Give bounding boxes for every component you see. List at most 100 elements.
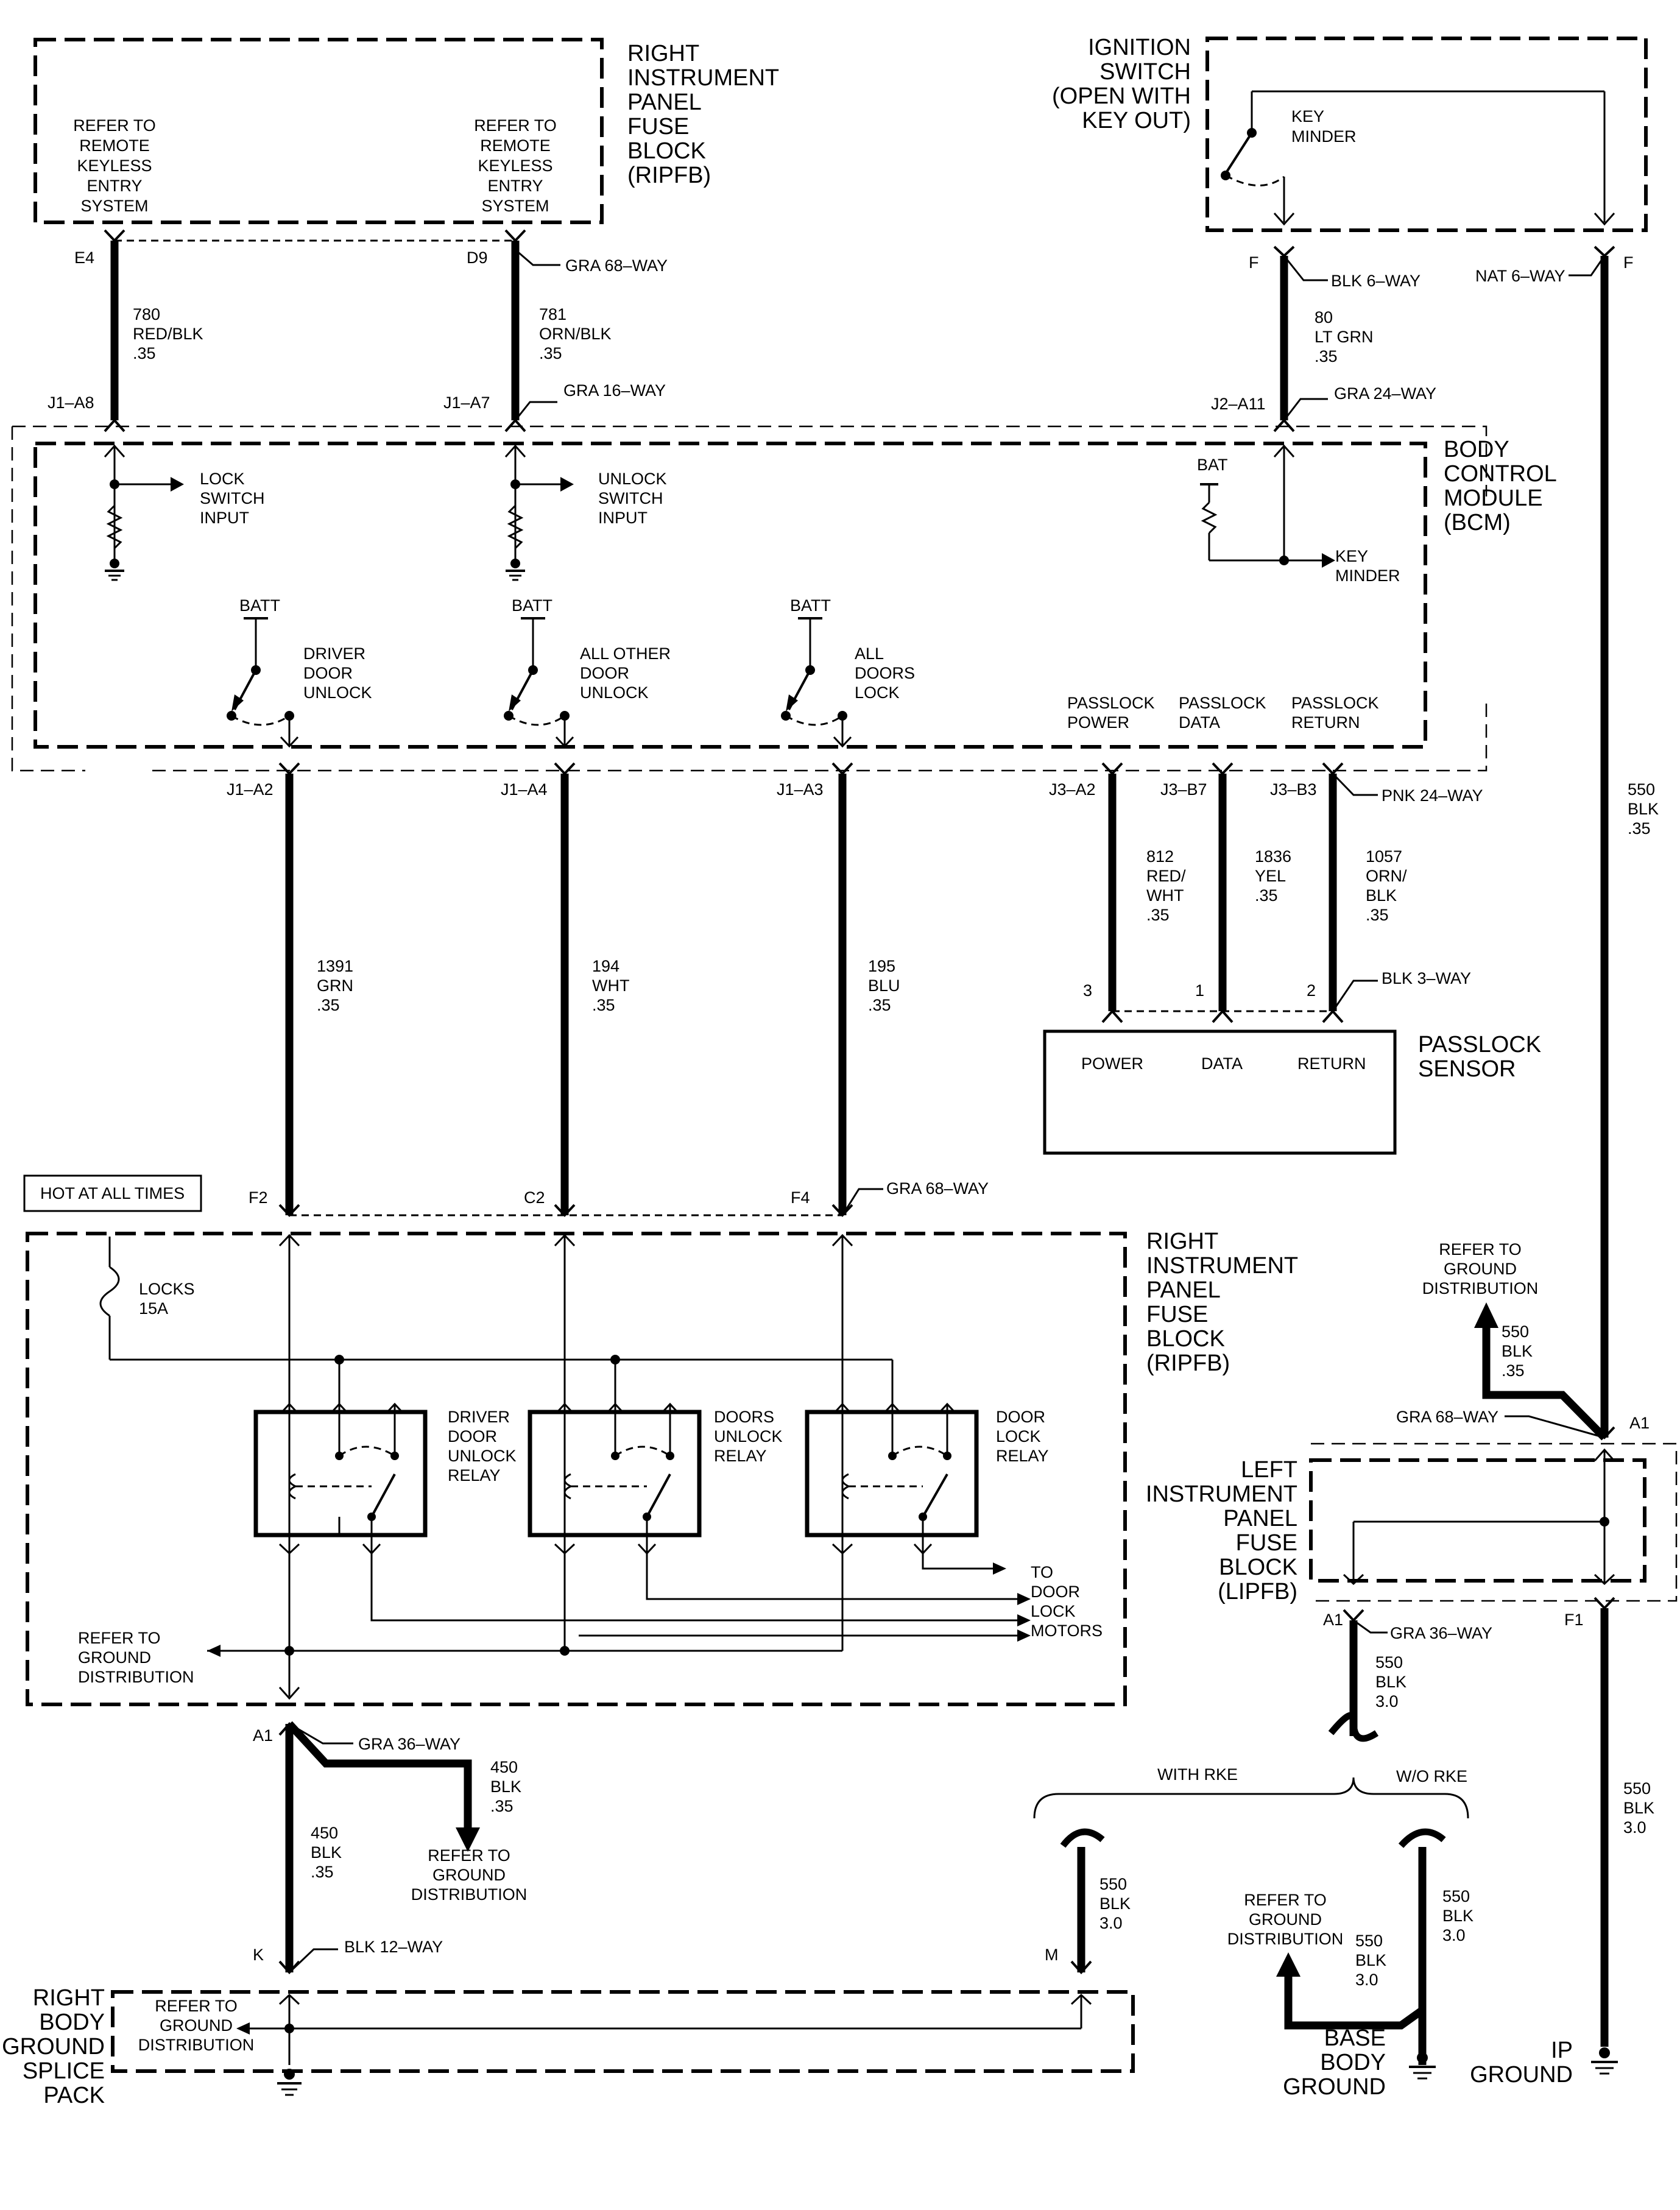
pin-j1a3: J1–A3: [777, 780, 824, 799]
bcm-other-unlock-switch: [504, 617, 574, 748]
connector-gra68-mid: GRA 68–WAY: [886, 1179, 989, 1198]
ignition-switch-internals: [1221, 90, 1615, 226]
bcm-batt-3: BATT: [790, 596, 831, 615]
arrow-to-motors-1: [993, 1562, 1006, 1575]
relay-door-lock: [805, 1402, 979, 1537]
node-ground-2: [560, 1646, 570, 1656]
connector-gra68-right: GRA 68–WAY: [1396, 1408, 1498, 1426]
pin-a1-mid: A1: [253, 1726, 273, 1745]
connector-gra16: GRA 16–WAY: [563, 381, 666, 400]
connector-gra24: GRA 24–WAY: [1334, 384, 1436, 403]
wire-550-lipfb-ground: [1482, 1328, 1608, 1441]
ripfb-fuse-feed: [99, 1237, 892, 1364]
pin-a1-lipfb: A1: [1323, 1611, 1343, 1629]
arrow-to-motors-2: [1017, 1593, 1031, 1605]
rke-brace: [1033, 1777, 1469, 1819]
pin-m: M: [1045, 1946, 1059, 1964]
bcm-box: [34, 442, 1427, 749]
ignition-switch-box: [1205, 37, 1648, 232]
splice-pack-box: [111, 1990, 1135, 2073]
pin-f-ign: F: [1249, 253, 1259, 272]
hot-at-all-times-badge: HOT AT ALL TIMES: [40, 1184, 185, 1202]
splice-hook-m: [1060, 1828, 1105, 1848]
connector-leaders: [288, 249, 1606, 1974]
passlock-data: DATA: [1201, 1054, 1243, 1073]
connector-blk6: BLK 6–WAY: [1331, 272, 1421, 290]
pin-j1a4: J1–A4: [501, 780, 548, 799]
bcm-outer-housing: [11, 425, 1488, 772]
ripfb-top-box: [34, 38, 604, 224]
connector-nat6: NAT 6–WAY: [1475, 267, 1565, 285]
lipfb-box: [1309, 1458, 1646, 1583]
pin-j3b3: J3–B3: [1270, 780, 1317, 799]
pin-f4: F4: [791, 1188, 810, 1207]
pin-f-nat: F: [1623, 253, 1634, 272]
bcm-lock-input-circuit: [104, 444, 184, 581]
arrow-to-motors-4: [1017, 1629, 1031, 1642]
splice-hook-worke: [1398, 1828, 1446, 1848]
wo-rke-label: W/O RKE: [1396, 1767, 1467, 1785]
wire-550-worke: [1284, 1847, 1427, 2065]
connector-gra36-right: GRA 36–WAY: [1390, 1624, 1492, 1642]
arrow-head-ground-450: [456, 1827, 480, 1852]
lipfb-internals: [1343, 1448, 1615, 1586]
pin-j3b7: J3–B7: [1160, 780, 1207, 799]
passlock-sensor-box: [1043, 1029, 1397, 1155]
ripfb-vertical-feeds: [278, 1234, 894, 1404]
pin-j1a8: J1–A8: [48, 394, 94, 412]
relay-doors-unlock: [528, 1402, 702, 1537]
connector-blk12: BLK 12–WAY: [344, 1938, 443, 1956]
arrow-head-ground-base: [1276, 1952, 1301, 1977]
wire-450-ground: [286, 1721, 472, 1830]
connector-gra36-left: GRA 36–WAY: [358, 1735, 461, 1753]
hot-at-all-times-frame: [23, 1174, 202, 1212]
bcm-key-minder-circuit: [1200, 444, 1335, 568]
connector-pnk24: PNK 24–WAY: [1382, 786, 1483, 805]
pin-c2: C2: [524, 1188, 545, 1207]
bcm-driver-unlock-switch: [227, 617, 299, 748]
pin-j3a2: J3–A2: [1049, 780, 1096, 799]
pin-e4: E4: [74, 249, 94, 267]
connector-dash-lines: [115, 239, 1333, 1216]
pin-d9: D9: [467, 249, 488, 267]
splice-pack-internals: [236, 1993, 1092, 2096]
ip-ground-symbol: [1591, 2047, 1618, 2075]
splice-hook-a1: [1328, 1712, 1379, 1742]
bcm-unlock-input-circuit: [504, 444, 574, 581]
pin-1: 1: [1195, 981, 1204, 1000]
